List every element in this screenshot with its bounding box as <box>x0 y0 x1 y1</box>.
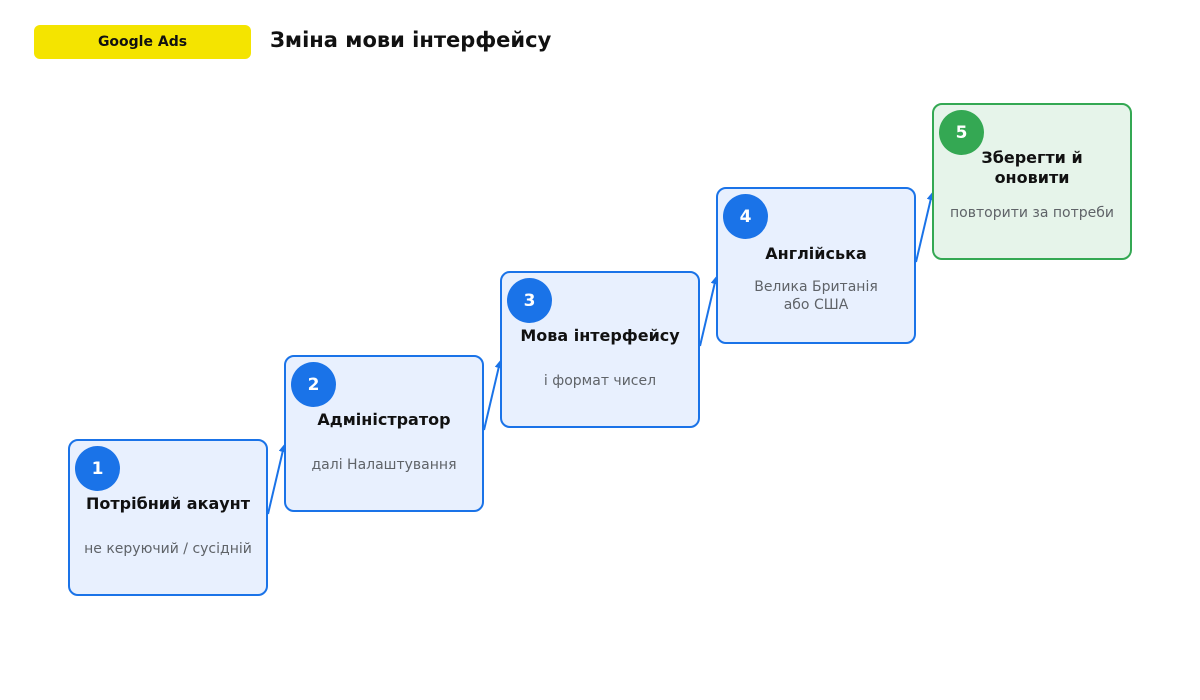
page-title: Зміна мови інтерфейсу <box>270 28 552 52</box>
step-description: повторити за потреби <box>950 205 1114 221</box>
connector-4-5 <box>915 192 935 263</box>
step-description: і формат чисел <box>543 373 657 389</box>
connector-2-3 <box>483 360 503 431</box>
step-number-badge: 5 <box>939 110 984 155</box>
step-card-3: 3 Мова інтерфейсу і формат чисел <box>500 271 700 428</box>
step-number-badge: 2 <box>291 362 336 407</box>
step-title: Потрібний акаунт <box>85 494 251 513</box>
step-title: Мова інтерфейсу <box>520 326 680 345</box>
step-description: далі Налаштування <box>311 457 457 473</box>
step-card-2: 2 Адміністратор далі Налаштування <box>284 355 484 512</box>
connector-1-2 <box>267 444 287 515</box>
step-number-badge: 4 <box>723 194 768 239</box>
step-title: Англійська <box>765 244 867 263</box>
step-title: Адміністратор <box>317 410 451 429</box>
step-number-badge: 1 <box>75 446 120 491</box>
connector-3-4 <box>699 276 719 347</box>
brand-label: Google Ads <box>97 34 188 50</box>
step-description: не керуючий / сусідній <box>84 541 252 557</box>
google-ads-badge: Google Ads <box>34 25 251 59</box>
step-card-1: 1 Потрібний акаунт не керуючий / сусідні… <box>68 439 268 596</box>
step-number-badge: 3 <box>507 278 552 323</box>
